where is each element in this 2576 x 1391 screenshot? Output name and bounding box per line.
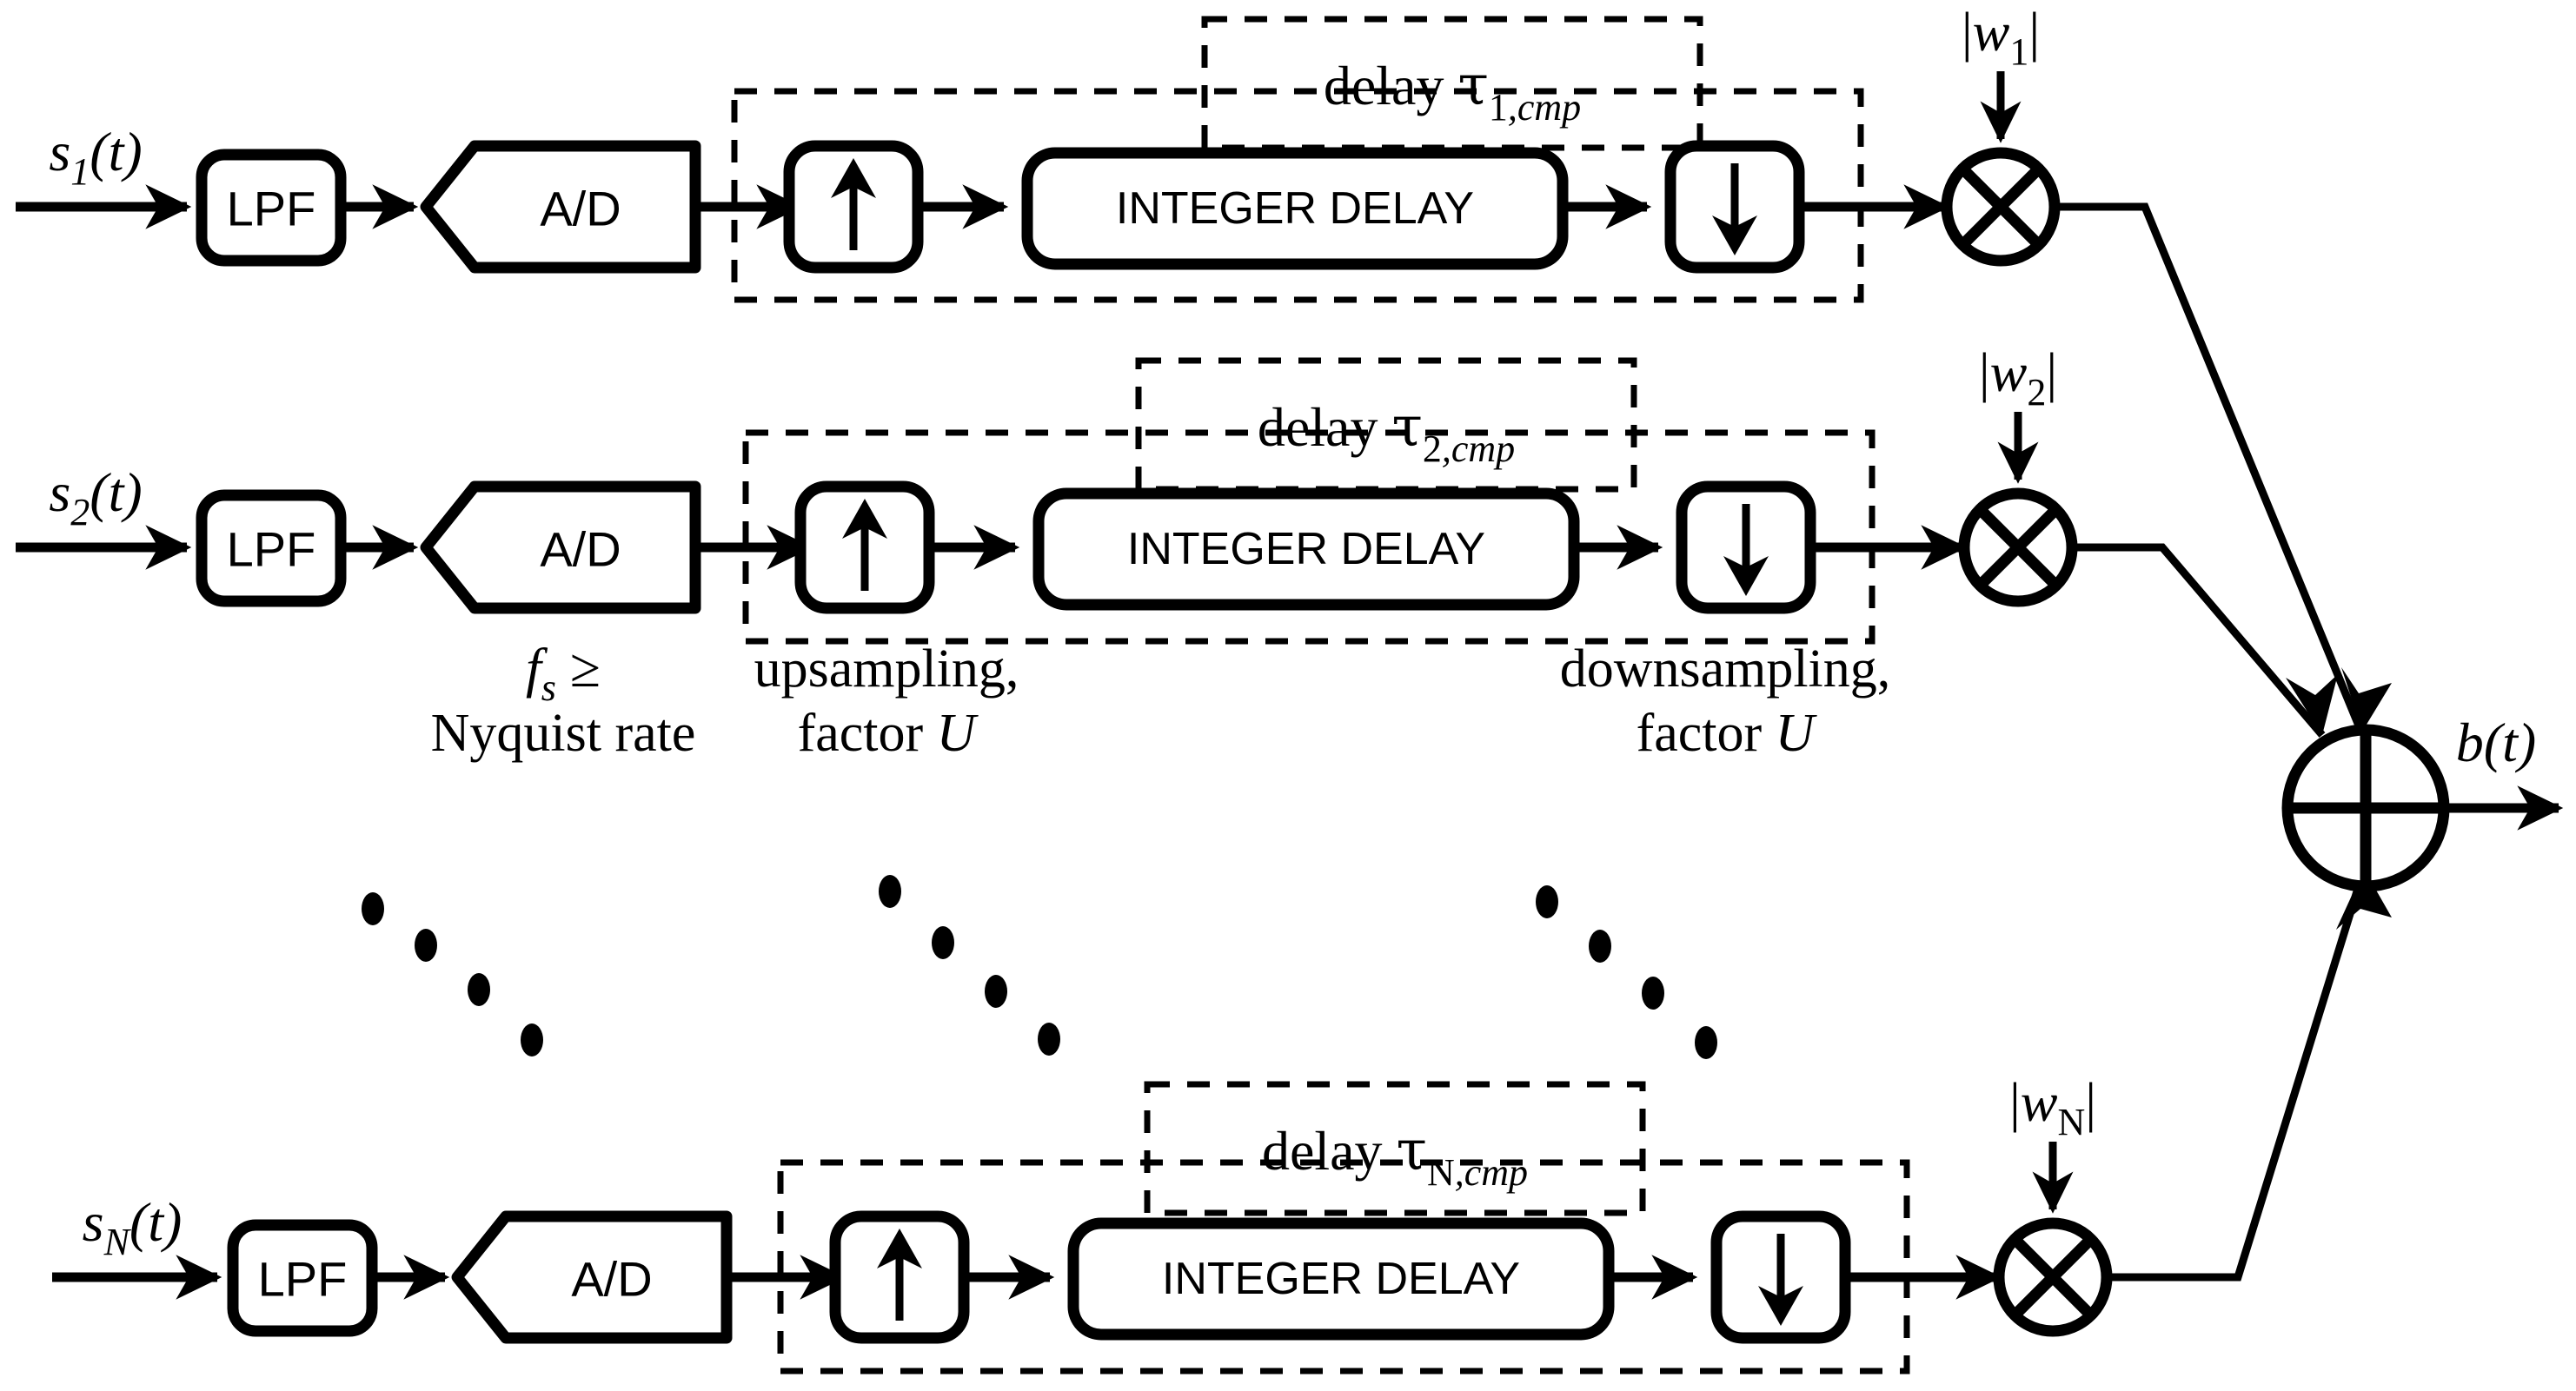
channel-N-delay-label-box xyxy=(1144,1081,1646,1216)
down-arrow-icon xyxy=(1723,504,1769,596)
channel-2-weight-label: |w2| xyxy=(1979,341,2057,414)
channel-1-multiplier[interactable] xyxy=(1941,147,2061,267)
output-summer[interactable] xyxy=(2281,724,2450,892)
channel-1-integer-delay-block[interactable] xyxy=(1021,147,1569,270)
up-arrow-icon xyxy=(842,499,887,591)
channel-2-ad-label: A/D xyxy=(540,522,621,577)
channel-N-integer-delay-label: INTEGER DELAY xyxy=(1162,1254,1520,1304)
output-label: b(t) xyxy=(2456,712,2536,773)
channel-2-group: LPF A/D INTEGER DELAY delay τ2,cmp xyxy=(16,341,2326,738)
channel-N-lpf-label: LPF xyxy=(258,1252,348,1307)
channel-N-delay-label: delay τN,cmp xyxy=(1262,1119,1528,1194)
channel-N-delay-chain-dashed-box xyxy=(777,1159,1910,1374)
channel-1-group: LPF A/D INTEGER DELAY delay τ1,cmp xyxy=(16,1,2365,732)
channel-1-lpf-block[interactable] xyxy=(196,149,347,267)
channel-2-integer-delay-block[interactable] xyxy=(1032,487,1580,611)
channel-2-delay-chain-dashed-box xyxy=(742,429,1876,645)
channel-N-integer-delay-block[interactable] xyxy=(1067,1217,1615,1341)
up-arrow-icon xyxy=(877,1229,922,1321)
upsampling-line1: upsampling, xyxy=(754,639,1019,699)
channel-1-lpf-label: LPF xyxy=(227,182,316,236)
down-arrow-icon xyxy=(1758,1234,1803,1326)
channel-1-delay-chain-dashed-box xyxy=(731,88,1864,303)
channel-2-delay-label: delay τ2,cmp xyxy=(1258,395,1515,470)
channel-1-delay-label: delay τ1,cmp xyxy=(1324,54,1581,129)
ellipsis-group-left xyxy=(362,892,543,1056)
channel-N-lpf-block[interactable] xyxy=(227,1219,378,1337)
channel-2-delay-label-box xyxy=(1135,357,1637,493)
channel-1-delay-label-box xyxy=(1201,16,1703,151)
downsampling-line2: factor U xyxy=(1637,704,1818,763)
channel-1-input-label: s1(t) xyxy=(49,121,142,193)
channel-N-multiplier[interactable] xyxy=(1993,1217,2113,1337)
channel-2-lpf-block[interactable] xyxy=(196,489,347,607)
channel-1-integer-delay-label: INTEGER DELAY xyxy=(1116,183,1474,234)
channel-N-summer-arrowhead xyxy=(2336,869,2392,930)
channel-1-summer-arrowhead xyxy=(2341,667,2392,732)
channel-1-ad-block[interactable] xyxy=(420,140,701,274)
ellipsis-group-center xyxy=(879,875,1060,1056)
up-arrow-icon xyxy=(831,158,876,250)
channel-2-multiplier[interactable] xyxy=(1958,487,2078,607)
ellipsis-group-right xyxy=(1536,885,1717,1059)
channel-2-integer-delay-label: INTEGER DELAY xyxy=(1127,524,1485,574)
channel-1-to-summer-line xyxy=(2055,202,2365,732)
channel-N-to-summer-line xyxy=(2107,867,2368,1282)
channel-N-input-label: sN(t) xyxy=(83,1191,183,1263)
upsampling-line2: factor U xyxy=(798,704,979,763)
sampling-rate-line2: Nyquist rate xyxy=(431,704,696,763)
channel-N-ad-block[interactable] xyxy=(451,1210,733,1344)
channel-N-group: LPF A/D INTEGER DELAY delay τN,cmp xyxy=(52,867,2392,1374)
channel-1-weight-label: |w1| xyxy=(1962,1,2040,73)
downsampling-line1: downsampling, xyxy=(1560,639,1891,699)
summer-top-inputs xyxy=(2286,667,2392,735)
down-arrow-icon xyxy=(1712,163,1757,255)
channel-2-to-summer-line xyxy=(2072,543,2326,738)
channel-2-lpf-label: LPF xyxy=(227,522,316,577)
channel-2-input-label: s2(t) xyxy=(49,461,142,533)
channel-2-summer-arrowhead xyxy=(2286,674,2338,735)
sampling-rate-line1: fs ≥ xyxy=(526,637,601,709)
channel-N-weight-label: |wN| xyxy=(2009,1071,2096,1143)
channel-1-ad-label: A/D xyxy=(540,182,621,236)
channel-N-ad-label: A/D xyxy=(571,1252,652,1307)
channel-2-ad-block[interactable] xyxy=(420,480,701,614)
